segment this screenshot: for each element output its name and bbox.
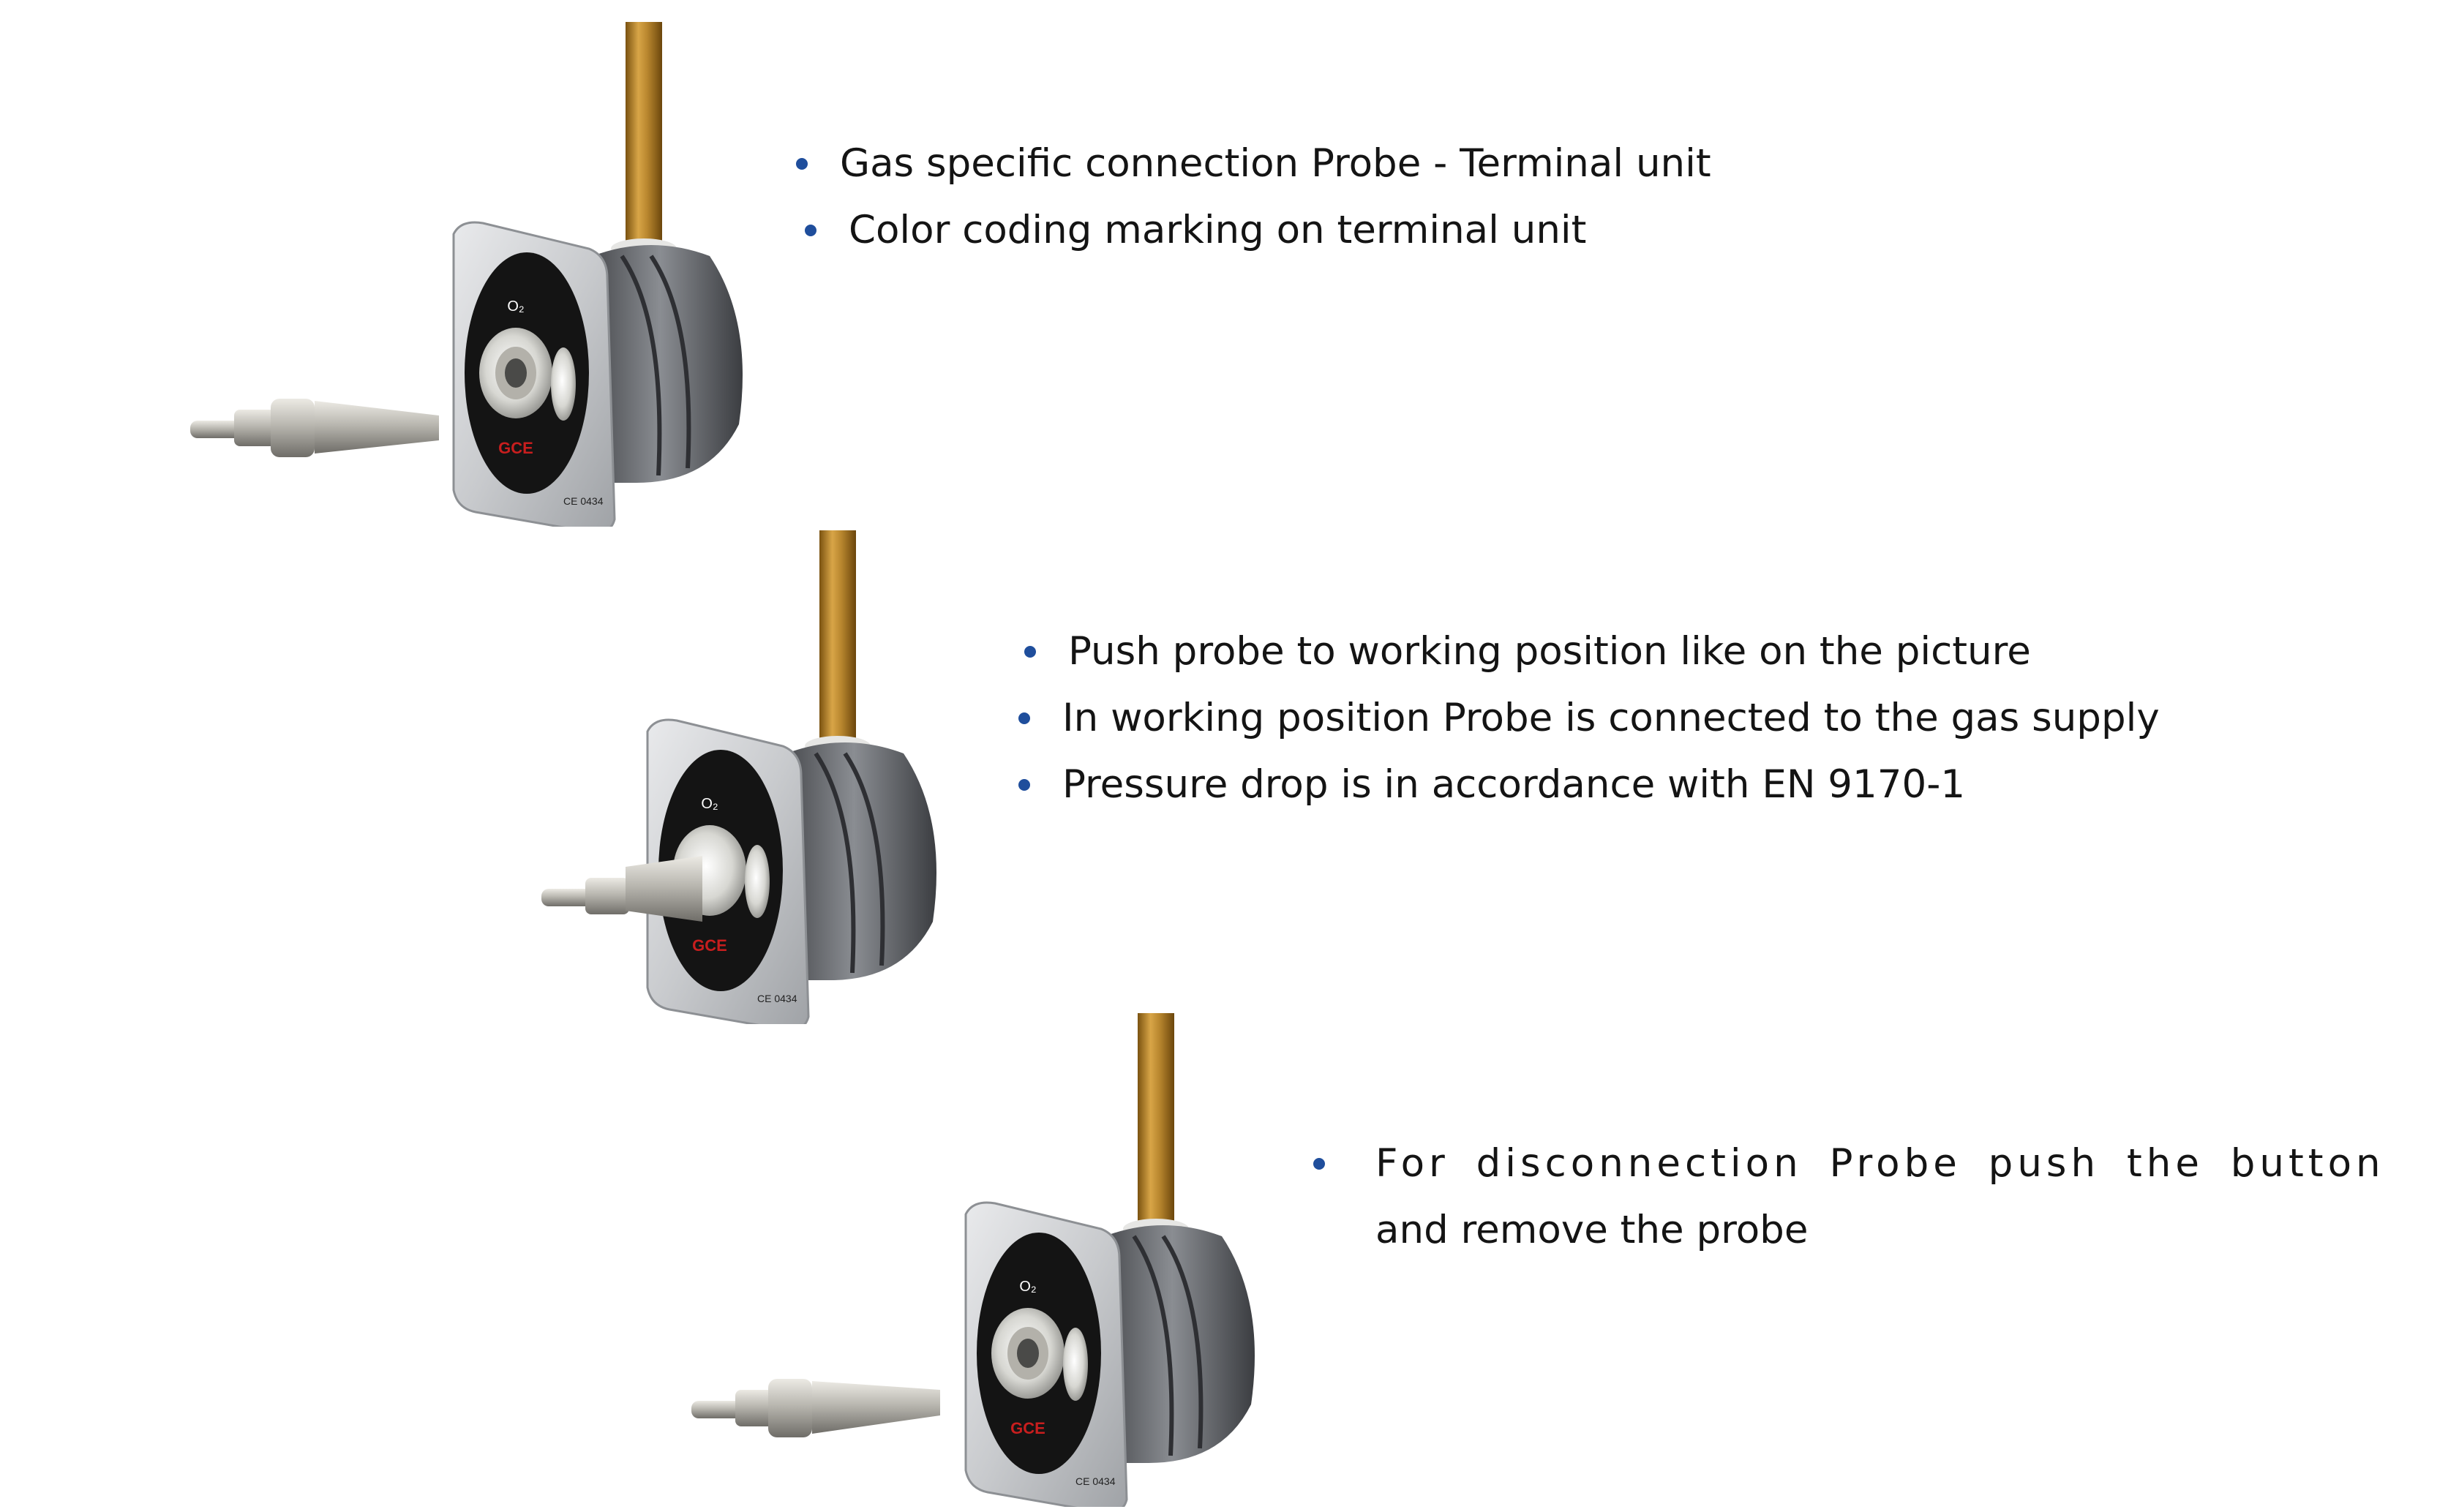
ce-mark: CE 0434 <box>1075 1475 1116 1487</box>
list-item: Pressure drop is in accordance with EN 9… <box>1018 751 2160 818</box>
terminal-unit-illustration-2: O₂ GCE CE 0434 <box>534 512 1119 1024</box>
gas-probe <box>691 1379 940 1437</box>
bullet-list-1: Gas specific connection Probe - Terminal… <box>796 130 1711 263</box>
bullet-icon <box>1313 1158 1325 1170</box>
release-button <box>745 845 770 918</box>
list-item: Gas specific connection Probe - Terminal… <box>796 130 1711 197</box>
bullet-list-3: For disconnection Probe push the button … <box>1313 1130 2385 1263</box>
list-item-continuation: and remove the probe <box>1375 1208 1809 1252</box>
valve-body <box>1105 1225 1255 1463</box>
list-item: For disconnection Probe push the button <box>1313 1130 2385 1197</box>
release-button <box>551 347 576 421</box>
bullet-icon <box>1018 779 1030 791</box>
list-item: Push probe to working position like on t… <box>1024 618 2160 685</box>
brand-mark: GCE <box>1010 1419 1045 1437</box>
bullet-icon <box>796 158 808 170</box>
copper-pipe <box>819 530 856 750</box>
gas-probe <box>190 399 439 457</box>
bullet-list-2: Push probe to working position like on t… <box>1018 618 2160 818</box>
copper-pipe <box>626 22 662 256</box>
gas-label: O₂ <box>507 298 524 315</box>
bullet-icon <box>1018 712 1030 724</box>
terminal-unit-illustration-3: O₂ GCE CE 0434 <box>688 995 1273 1507</box>
valve-body <box>786 742 936 980</box>
gas-label: O₂ <box>1019 1279 1036 1295</box>
brand-mark: GCE <box>498 439 533 457</box>
list-item: In working position Probe is connected t… <box>1018 685 2160 751</box>
ce-mark: CE 0434 <box>563 495 604 507</box>
gas-label: O₂ <box>701 796 718 812</box>
brand-mark: GCE <box>692 936 727 955</box>
gas-probe-inserted <box>541 856 702 922</box>
list-item: Color coding marking on terminal unit <box>805 197 1711 263</box>
valve-body <box>593 245 743 483</box>
bullet-icon <box>1024 646 1036 658</box>
bullet-icon <box>805 225 816 236</box>
terminal-unit-illustration-1: O₂ GCE CE 0434 <box>183 15 768 527</box>
ce-mark: CE 0434 <box>757 993 797 1004</box>
release-button <box>1063 1328 1088 1401</box>
copper-pipe <box>1138 1013 1174 1233</box>
